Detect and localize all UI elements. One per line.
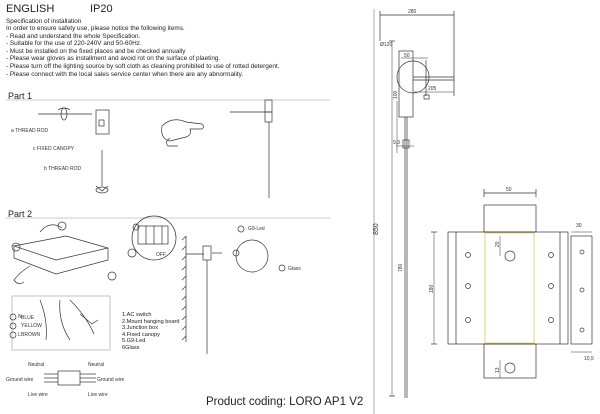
- ground-right-label: Ground wire: [97, 377, 125, 383]
- spec-item: - Please turn off the lighting source by…: [6, 62, 280, 70]
- dim-13: 13: [495, 367, 501, 373]
- part1-title: Part 1: [8, 91, 33, 101]
- wire-label-blue: BLUE: [21, 315, 35, 321]
- legend-item: 3.Junction box: [122, 325, 159, 332]
- dim-280: 280: [408, 9, 417, 15]
- switch-off-label: OFF: [156, 252, 166, 258]
- dim-100: 100: [393, 90, 399, 99]
- hand-icon: [161, 119, 204, 147]
- legend-item: 6Glass: [122, 344, 140, 351]
- ground-left-label: Ground wire: [6, 377, 34, 383]
- side-plate-drawing: [570, 231, 593, 353]
- g9-label: G9-Led: [248, 226, 265, 232]
- label-thread-rod-b: b THREAD ROD: [44, 166, 82, 172]
- mounting-plate-drawing: [431, 189, 569, 379]
- live-right-label: Live wire: [88, 392, 108, 398]
- glass-label: Glass: [288, 266, 301, 272]
- switch-detail: [127, 215, 177, 261]
- thread-rod-illustration: [38, 107, 92, 121]
- legend-item: 1.AC switch: [122, 312, 152, 318]
- spec-item: - Please connect with the local sales se…: [6, 70, 244, 78]
- wire-label-yellow: YELLOW: [21, 323, 42, 329]
- ip-rating: IP20: [90, 3, 113, 15]
- dim-plate-w: 50: [506, 187, 512, 193]
- legend-item: 5.G9-Led: [122, 338, 146, 345]
- spec-list: In order to ensure safety use, please no…: [6, 25, 279, 78]
- glass-shade-illustration: [235, 225, 286, 273]
- dim-20: 20: [495, 241, 501, 247]
- language-label: ENGLISH: [6, 3, 55, 15]
- wire-label-l: L: [18, 332, 21, 338]
- dim-105: 10,5: [584, 356, 594, 362]
- spec-item: - Please wear gloves as installment and …: [6, 55, 221, 63]
- parts-legend: 1.AC switch 2.Mount hanging board 3.Junc…: [122, 312, 180, 352]
- part2-title: Part 2: [8, 209, 33, 219]
- fixed-canopy-illustration: [95, 109, 110, 135]
- thread-rod-b-illustration: [95, 150, 109, 194]
- dim-93: 9,3: [393, 140, 400, 146]
- spec-title: Specification of installation: [6, 18, 82, 25]
- dim-850: 850: [373, 223, 380, 235]
- spec-item: In order to ensure safety use, please no…: [6, 25, 185, 32]
- neutral-right-label: Neutral: [88, 362, 105, 368]
- wire-label-n: N: [18, 314, 22, 320]
- spec-item: - Read and understand the whole Specific…: [6, 32, 141, 40]
- label-thread-rod-a: a THREAD ROD: [11, 128, 49, 134]
- product-coding: Product coding: LORO AP1 V2: [206, 396, 364, 408]
- label-fixed-canopy: c FIXED CANOPY: [33, 146, 75, 152]
- neutral-left-label: Neutral: [28, 362, 45, 368]
- assembled-arm-illustration: [230, 99, 273, 198]
- wire-label-brown: BROWN: [21, 332, 41, 338]
- spec-item: - Must be installed on the fixed places …: [6, 47, 186, 55]
- dim-780: 780: [398, 263, 404, 272]
- legend-item: 4.Fixed canopy: [122, 331, 160, 338]
- spec-item: - Suitable for the use of 220-240V and 5…: [6, 40, 142, 48]
- junction-box-illustration: [11, 221, 117, 284]
- dim-180: 180: [429, 284, 435, 293]
- wiring-detail: [9, 295, 111, 351]
- dim-205: 205: [428, 86, 437, 92]
- terminal-block-diagram: [44, 370, 96, 386]
- live-left-label: Live wire: [28, 392, 48, 398]
- dim-plate-side: 30: [576, 223, 582, 229]
- legend-item: 2.Mount hanging board: [122, 318, 180, 325]
- dim-50: 50: [404, 53, 410, 59]
- dim-120: Ø120: [380, 42, 392, 48]
- wall-mount-illustration: [181, 235, 240, 354]
- side-elevation-drawing: [373, 9, 455, 414]
